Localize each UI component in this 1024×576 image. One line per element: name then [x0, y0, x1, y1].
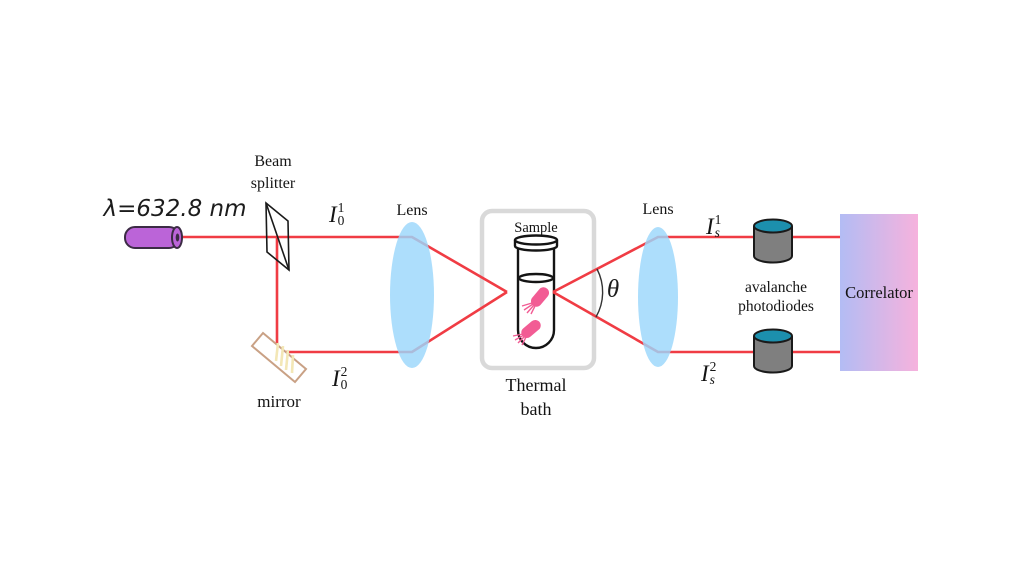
correlator-box — [840, 214, 918, 371]
photodiode-1-body — [753, 226, 793, 264]
beam-incident-2 — [275, 237, 508, 354]
beam-incident-1 — [179, 235, 508, 294]
photodiode-2 — [753, 328, 793, 374]
beam-splitter — [265, 201, 290, 272]
math-sup: 1 — [714, 212, 722, 227]
math-sup: 2 — [340, 364, 348, 379]
bacterium-1 — [530, 287, 550, 307]
math-sup: 1 — [337, 200, 345, 215]
thermal-bath-label: Thermal bath — [506, 373, 567, 421]
thermal-bath-label-line2: bath — [520, 399, 552, 419]
photodiodes-label: avalanche photodiodes — [738, 278, 814, 316]
scattering-angle-arc — [595, 268, 604, 318]
beam-label-incident-2: I 2 0 — [332, 364, 348, 392]
beam-splitter-label-line1: Beam — [254, 153, 292, 170]
math-base: I — [332, 365, 340, 391]
math-sup: 2 — [709, 359, 717, 374]
beam-label-incident-1: I 1 0 — [329, 200, 345, 228]
correlator-label: Correlator — [845, 283, 913, 302]
laser-wavelength-label: λ=632.8 nm — [103, 196, 247, 222]
math-sub: 0 — [337, 213, 345, 228]
photodiode-2-top — [753, 328, 793, 344]
photodiodes-label-line2: photodiodes — [738, 298, 814, 315]
laser-body — [124, 226, 180, 249]
photodiode-2-body — [753, 336, 793, 374]
bacterium-2 — [521, 319, 541, 339]
bacterium-2-flagella — [512, 333, 527, 346]
lens-right — [638, 227, 678, 367]
mirror — [250, 331, 308, 384]
math-sub: 0 — [340, 377, 348, 392]
beam-splitter-diagonal — [265, 202, 290, 271]
scattering-angle-label: θ — [606, 276, 620, 303]
beam-splitter-label: Beam splitter — [251, 151, 295, 195]
tube-liquid-level — [517, 272, 555, 284]
tube-lip-top — [513, 234, 559, 246]
thermal-bath-label-line1: Thermal — [505, 375, 567, 395]
mirror-hatching — [274, 342, 295, 374]
photodiodes-label-line1: avalanche — [745, 279, 807, 296]
mirror-label: mirror — [257, 392, 301, 411]
math-sub: s — [714, 225, 720, 240]
mirror-plate — [250, 331, 308, 384]
photodiode-1-top — [753, 218, 793, 234]
beam-label-scattered-1: I 1 s — [706, 212, 722, 240]
laser-aperture-dot — [175, 233, 180, 242]
math-base: I — [706, 213, 714, 239]
bacterium-1-flagella — [521, 302, 536, 315]
sample-label: Sample — [514, 220, 558, 236]
math-sub: s — [709, 372, 715, 387]
laser-source — [124, 226, 183, 249]
lens-left-label: Lens — [396, 202, 428, 219]
math-base: I — [329, 201, 337, 227]
beam-label-scattered-2: I 2 s — [701, 359, 717, 387]
math-base: I — [701, 360, 709, 386]
lens-left — [390, 222, 434, 368]
lens-right-label: Lens — [642, 201, 674, 218]
photodiode-1 — [753, 218, 793, 264]
beam-splitter-label-line2: splitter — [250, 175, 296, 192]
sample-particles — [512, 287, 550, 346]
